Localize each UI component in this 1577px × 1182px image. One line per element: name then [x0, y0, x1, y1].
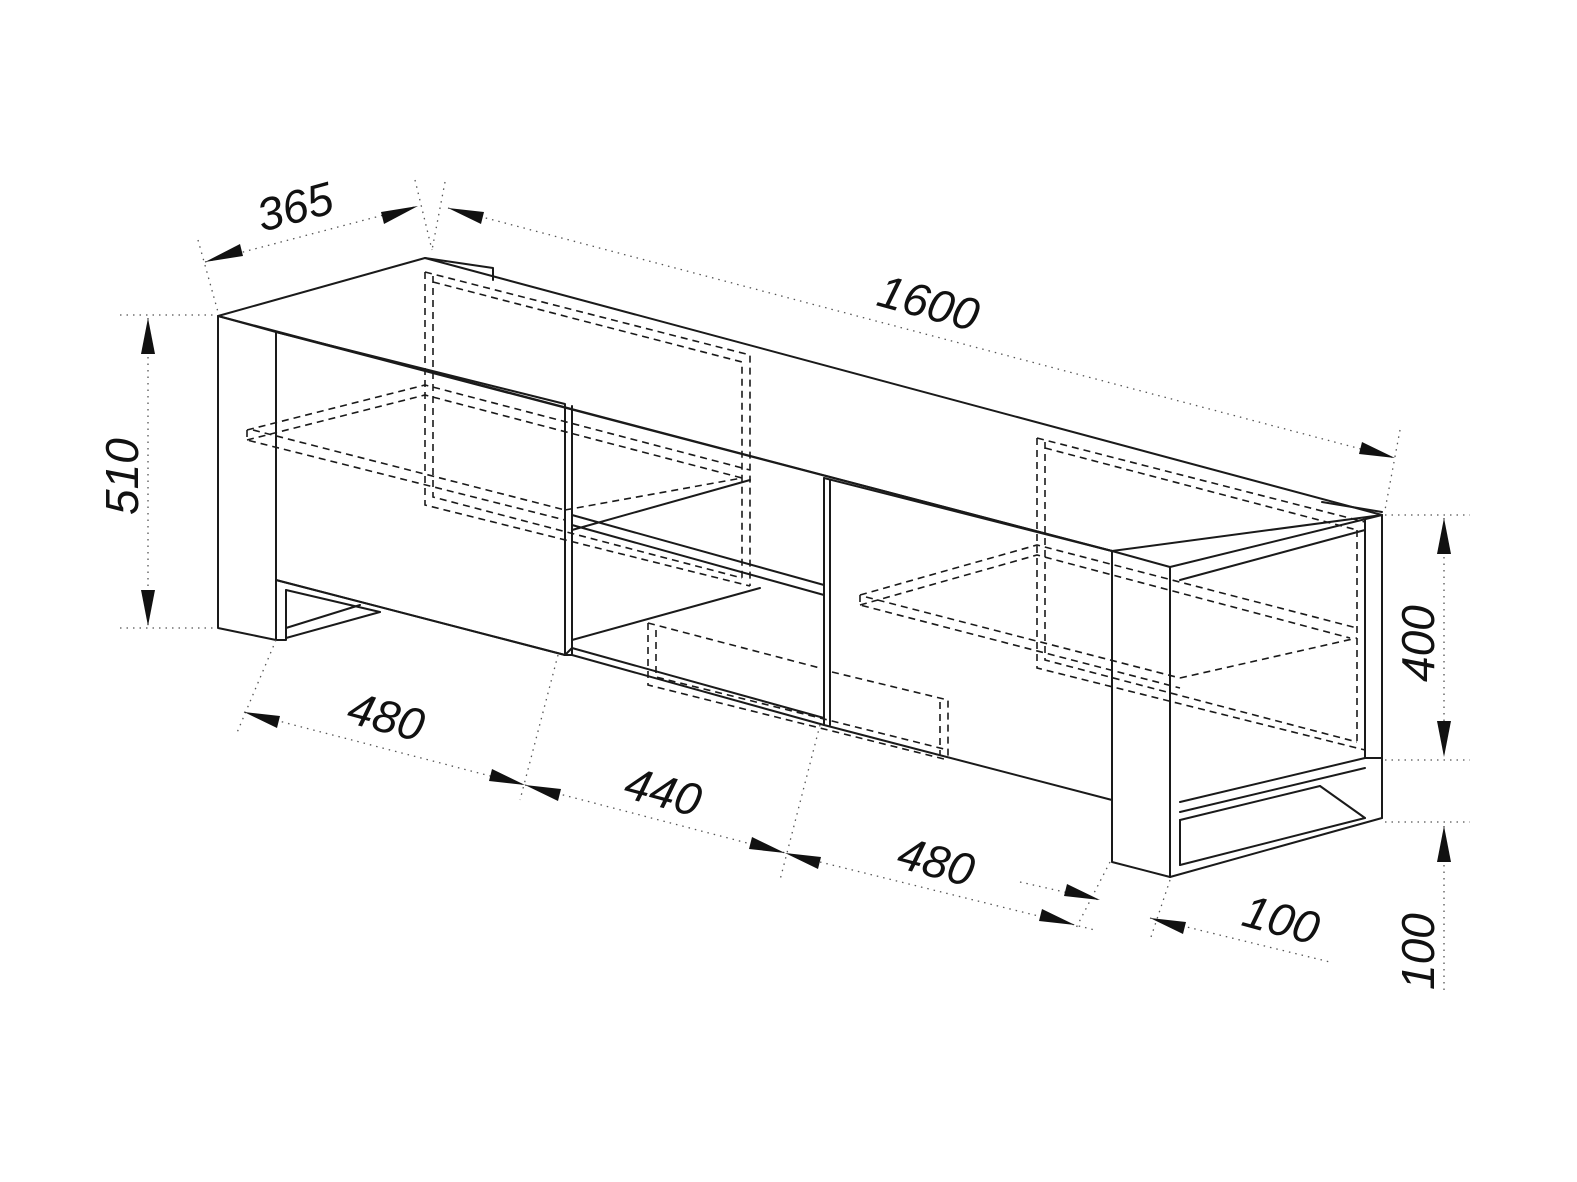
arrow-length-left	[448, 208, 484, 224]
arrow-depth-left	[205, 244, 243, 262]
arrow-left-end	[489, 769, 525, 785]
arrow-body-bottom	[1437, 721, 1451, 757]
hidden-lines	[246, 271, 1366, 761]
arrow-middle-end	[749, 837, 785, 853]
label-left-compartment: 480	[342, 681, 430, 751]
label-side-width: 100	[1237, 884, 1325, 954]
cabinet-outline	[217, 257, 1383, 878]
label-depth: 365	[251, 171, 339, 241]
label-middle-compartment: 440	[619, 756, 707, 826]
arrow-side-end	[1064, 884, 1100, 900]
arrow-side-start	[1150, 918, 1186, 934]
arrow-body-top	[1437, 518, 1451, 554]
arrow-length-right	[1359, 442, 1395, 458]
label-body-height: 400	[1392, 605, 1444, 682]
arrow-right-start	[785, 853, 821, 869]
arrow-height-top	[141, 318, 155, 354]
arrow-middle-start	[525, 785, 561, 801]
label-length: 1600	[872, 264, 985, 341]
label-right-compartment: 480	[892, 826, 980, 896]
dimension-arrows	[141, 206, 1451, 934]
arrow-height-bottom	[141, 590, 155, 626]
arrow-left-start	[244, 712, 280, 728]
label-total-height: 510	[96, 438, 148, 515]
arrow-right-end	[1039, 909, 1075, 925]
label-leg-height: 100	[1392, 913, 1444, 990]
arrow-leg-top	[1437, 826, 1451, 862]
arrow-depth-right	[381, 206, 418, 224]
